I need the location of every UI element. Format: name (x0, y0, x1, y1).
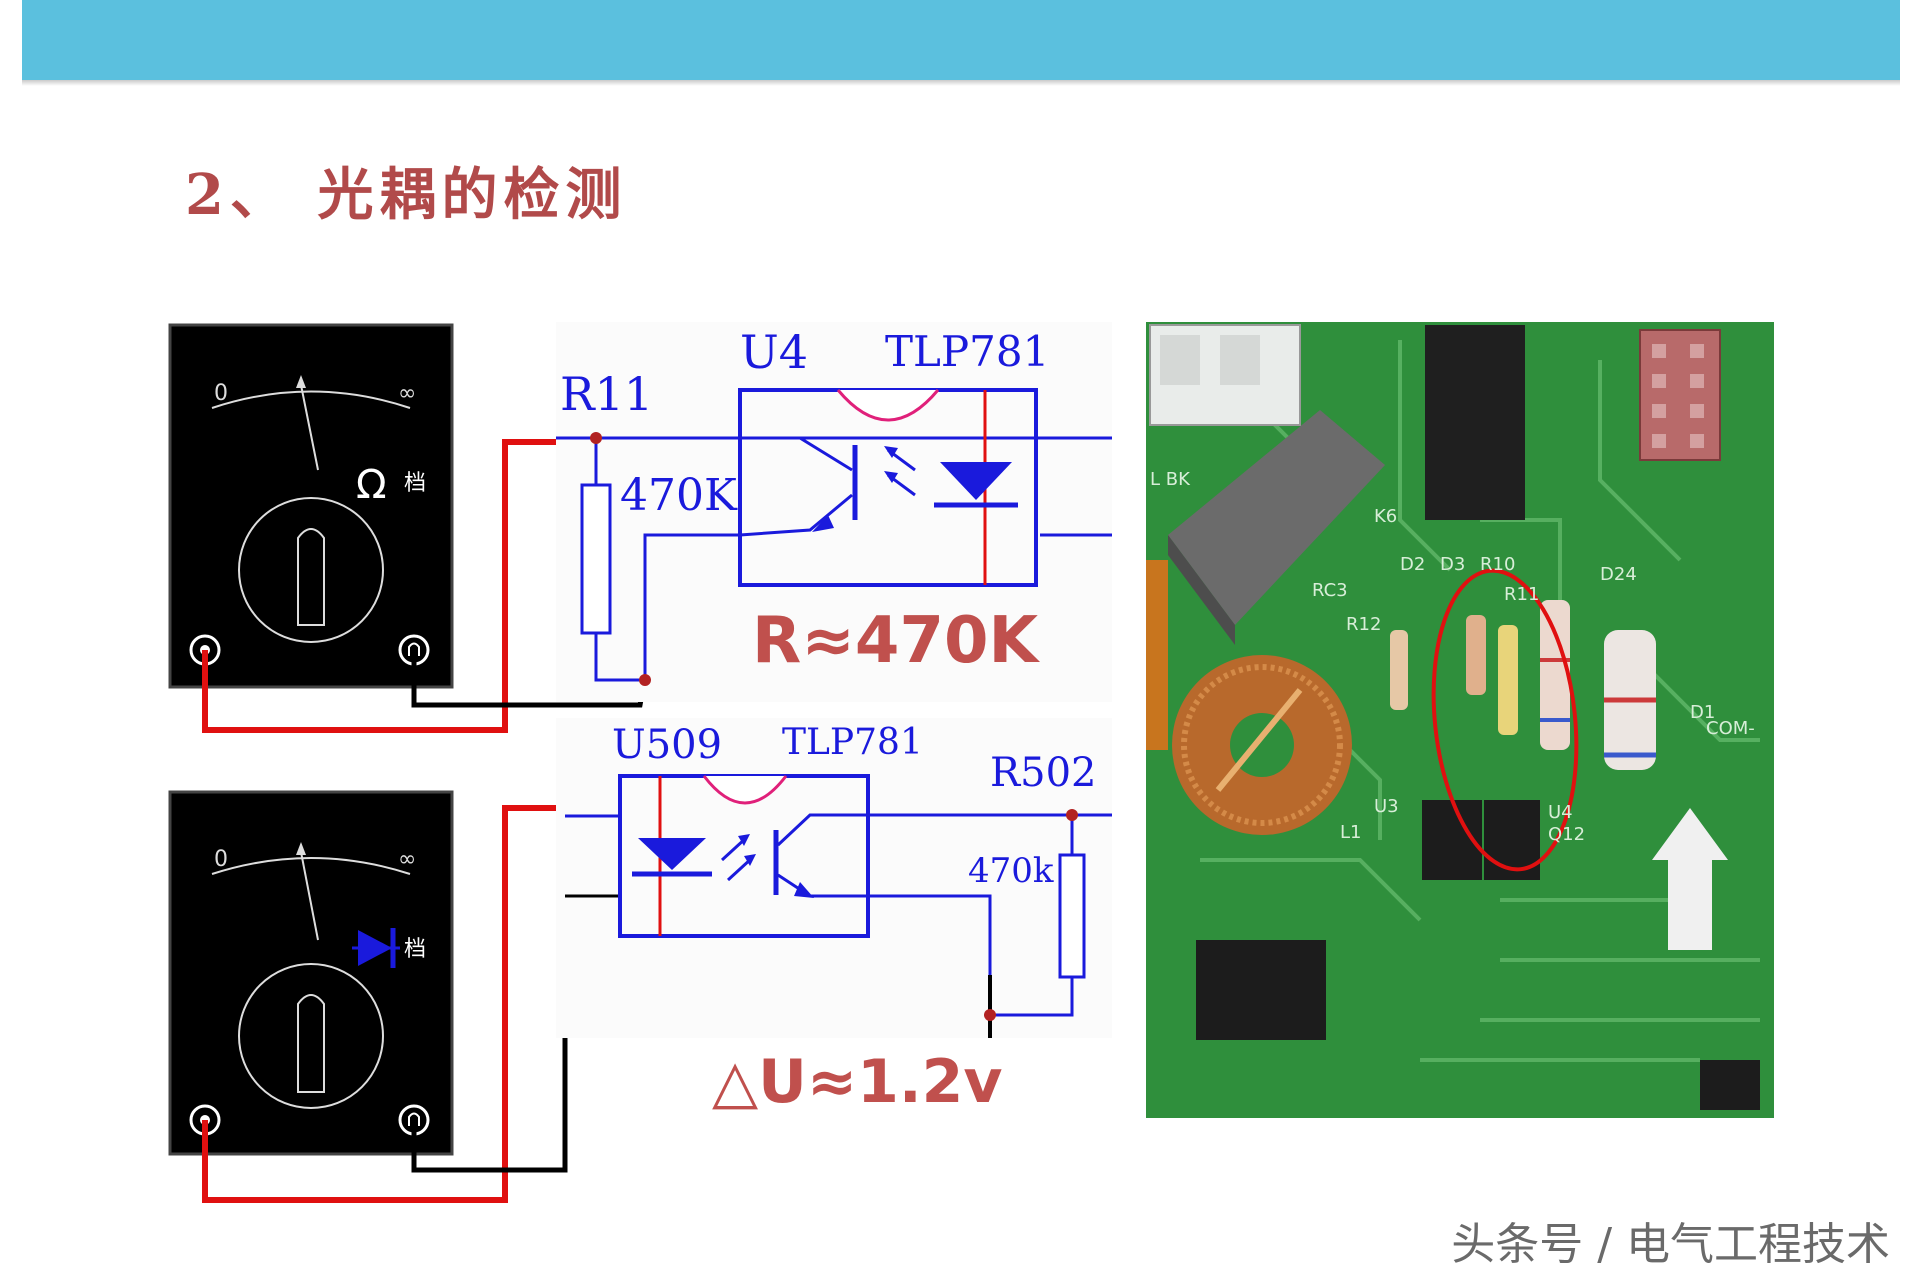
pcb-label-com: COM- (1706, 718, 1755, 739)
pcb-ferrite-block (1168, 410, 1385, 645)
pcb-label-r10: R10 (1480, 554, 1515, 575)
meter-top-needle (300, 384, 319, 471)
schematic-bottom-resistor-value: 470k (968, 851, 1054, 891)
pcb-arrow-silkscreen (1652, 808, 1728, 950)
meter-bottom-scale-inf: ∞ (398, 847, 416, 872)
multimeter-top: 0 ∞ Ω 档 (168, 323, 454, 689)
pcb-label-k6: K6 (1374, 506, 1397, 527)
pcb-label-lbk: L BK (1150, 469, 1191, 490)
schematic-top-ref: U4 (740, 325, 808, 379)
node-bottom-2 (984, 1009, 996, 1021)
diode-range-icon (352, 928, 400, 968)
slide-title: 2、 光耦的检测 (185, 162, 628, 228)
led-bottom (638, 838, 706, 870)
pcb-label-u3: U3 (1374, 796, 1399, 817)
watermark-text: 头条号 / 电气工程技术 (1451, 1219, 1890, 1270)
pcb-resistors (1390, 600, 1656, 770)
schematic-bottom-resistor-ref: R502 (990, 750, 1096, 796)
schematic-top-resistor-value: 470K (620, 470, 738, 521)
meter-bottom-range-label: 档 (404, 937, 426, 962)
node-bottom-1 (1066, 809, 1078, 821)
pcb-label-u4: U4 (1548, 802, 1573, 823)
schematic-bottom-result: △U≈1.2v (712, 1047, 1003, 1117)
pcb-optocoupler-highlight (1431, 568, 1579, 872)
pcb-label-q12: Q12 (1548, 824, 1585, 845)
schematic-top-resistor-ref: R11 (560, 367, 653, 421)
meter-top-scale-inf: ∞ (398, 381, 416, 406)
meter-bottom-scale-zero: 0 (214, 847, 228, 872)
probe-wire-top-red (202, 439, 596, 733)
multimeter-bottom: 0 ∞ 档 (168, 790, 454, 1156)
meter-bottom-needle (300, 851, 319, 941)
pcb-label-d1: D1 (1690, 702, 1715, 723)
pcb-label-d2: D2 (1400, 554, 1425, 575)
header-shadow (22, 80, 1900, 86)
pcb-label-d3: D3 (1440, 554, 1465, 575)
schematic-top-part: TLP781 (885, 327, 1049, 376)
schematic-bottom-ref: U509 (612, 722, 722, 768)
node-top-1 (590, 432, 602, 444)
node-top-2 (639, 674, 651, 686)
led-top (940, 462, 1012, 500)
schematic-bottom: U509 TLP781 R502 470k △U≈1.2v (556, 718, 1112, 1117)
pcb-toroid-inductor (1172, 655, 1352, 835)
probe-wire-bottom-red (202, 805, 565, 1203)
schematic-top-result: R≈470K (752, 604, 1041, 678)
resistor-r11 (580, 483, 612, 635)
meter-bottom-selector-dial (238, 963, 384, 1109)
pcb-relay (1425, 325, 1525, 520)
meter-top-scale-zero: 0 (214, 381, 228, 406)
pcb-ic-dip (1196, 940, 1326, 1040)
header-bar (22, 0, 1900, 80)
meter-top-ohm-symbol: Ω (356, 462, 387, 508)
meter-top-range-label: 档 (404, 471, 426, 496)
pcb-label-l1: L1 (1340, 822, 1361, 843)
pcb-label-r11: R11 (1504, 584, 1539, 605)
pcb-photo: L BK K6 RC3 R12 D2 D3 R11 R10 D24 D1 COM… (1146, 322, 1774, 1118)
pcb-label-d24: D24 (1600, 564, 1637, 585)
resistor-r502 (1058, 853, 1086, 979)
schematic-bottom-part: TLP781 (782, 722, 923, 763)
meter-top-selector-dial (238, 497, 384, 643)
pcb-label-rc3: RC3 (1312, 580, 1348, 601)
pcb-label-r12: R12 (1346, 614, 1381, 635)
schematic-top: U4 TLP781 R11 470K R≈470K (556, 322, 1112, 702)
